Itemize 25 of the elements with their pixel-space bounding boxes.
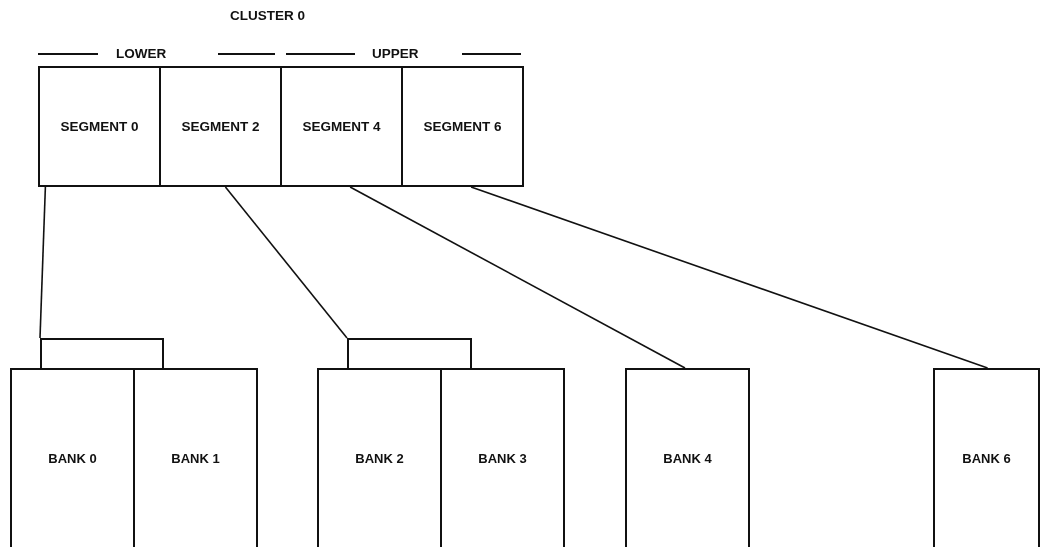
segment-box xyxy=(401,66,524,187)
connector-line xyxy=(349,186,686,369)
diagram-title: CLUSTER 0 xyxy=(230,8,305,23)
connector-line xyxy=(39,186,47,339)
segment-box xyxy=(159,66,282,187)
node-label: BANK 4 xyxy=(663,449,712,468)
bracket-box xyxy=(40,338,164,370)
bank-box xyxy=(933,368,1040,547)
node-label: BANK 1 xyxy=(171,449,220,468)
node-label: SEGMENT 0 xyxy=(60,117,139,136)
node-label: SEGMENT 4 xyxy=(302,117,381,136)
node-label: BANK 3 xyxy=(478,449,527,468)
connector-line xyxy=(470,186,989,369)
bank-box xyxy=(625,368,750,547)
segment-box xyxy=(280,66,403,187)
node-label: SEGMENT 6 xyxy=(423,117,502,136)
node-label: BANK 6 xyxy=(962,449,1011,468)
connector-line xyxy=(224,186,348,339)
bracket-box xyxy=(347,338,472,370)
node-label: BANK 2 xyxy=(355,449,404,468)
node-label: BANK 0 xyxy=(48,449,97,468)
node-label: SEGMENT 2 xyxy=(181,117,260,136)
span-label: UPPER xyxy=(372,46,419,61)
span-label: LOWER xyxy=(116,46,167,61)
segment-box xyxy=(38,66,161,187)
